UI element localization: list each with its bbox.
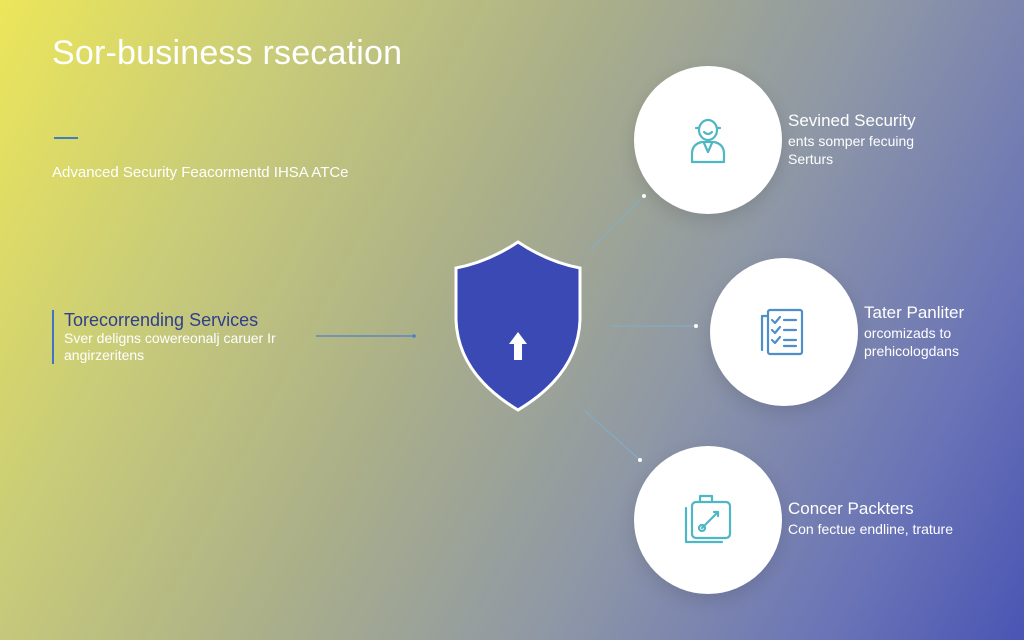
- node-planner-title: Tater Panliter: [864, 303, 965, 322]
- node-planner-text: Tater Panliter orcomizads to prehicologd…: [864, 302, 1024, 360]
- node-security-description: ents somper fecuing Serturs: [788, 133, 915, 167]
- left-service-block: Torecorrending Services Sver deligns cow…: [52, 310, 314, 364]
- connector-top: [589, 195, 645, 251]
- checklist-icon: [760, 308, 804, 356]
- shield-up-arrow-icon: [454, 240, 582, 412]
- node-packers-circle: [634, 446, 782, 594]
- connector-top-dot: [642, 194, 646, 198]
- page-subtitle: Advanced Security Feacormentd IHSA ATCe: [52, 164, 349, 181]
- connector-middle-dot: [694, 324, 698, 328]
- connector-left-dot: [412, 334, 416, 338]
- connector-bottom: [583, 409, 641, 461]
- node-security-circle: [634, 66, 782, 214]
- package-icon: [684, 494, 732, 544]
- person-icon: [690, 118, 726, 164]
- node-planner-circle: [710, 258, 858, 406]
- left-service-description: Sver deligns cowereonalj caruer Ir angir…: [64, 330, 276, 363]
- node-security-title: Sevined Security: [788, 111, 916, 130]
- connector-bottom-dot: [638, 458, 642, 462]
- page-title: Sor-business rsecation: [52, 34, 403, 72]
- left-service-title: Torecorrending Services: [64, 310, 259, 330]
- node-security-text: Sevined Security ents somper fecuing Ser…: [788, 110, 958, 168]
- title-accent-line: [54, 137, 78, 139]
- node-packers-description: Con fectue endline, trature: [788, 521, 953, 537]
- node-planner-description: orcomizads to prehicologdans: [864, 325, 959, 359]
- node-packers-text: Concer Packters Con fectue endline, trat…: [788, 498, 958, 538]
- node-packers-title: Concer Packters: [788, 499, 914, 518]
